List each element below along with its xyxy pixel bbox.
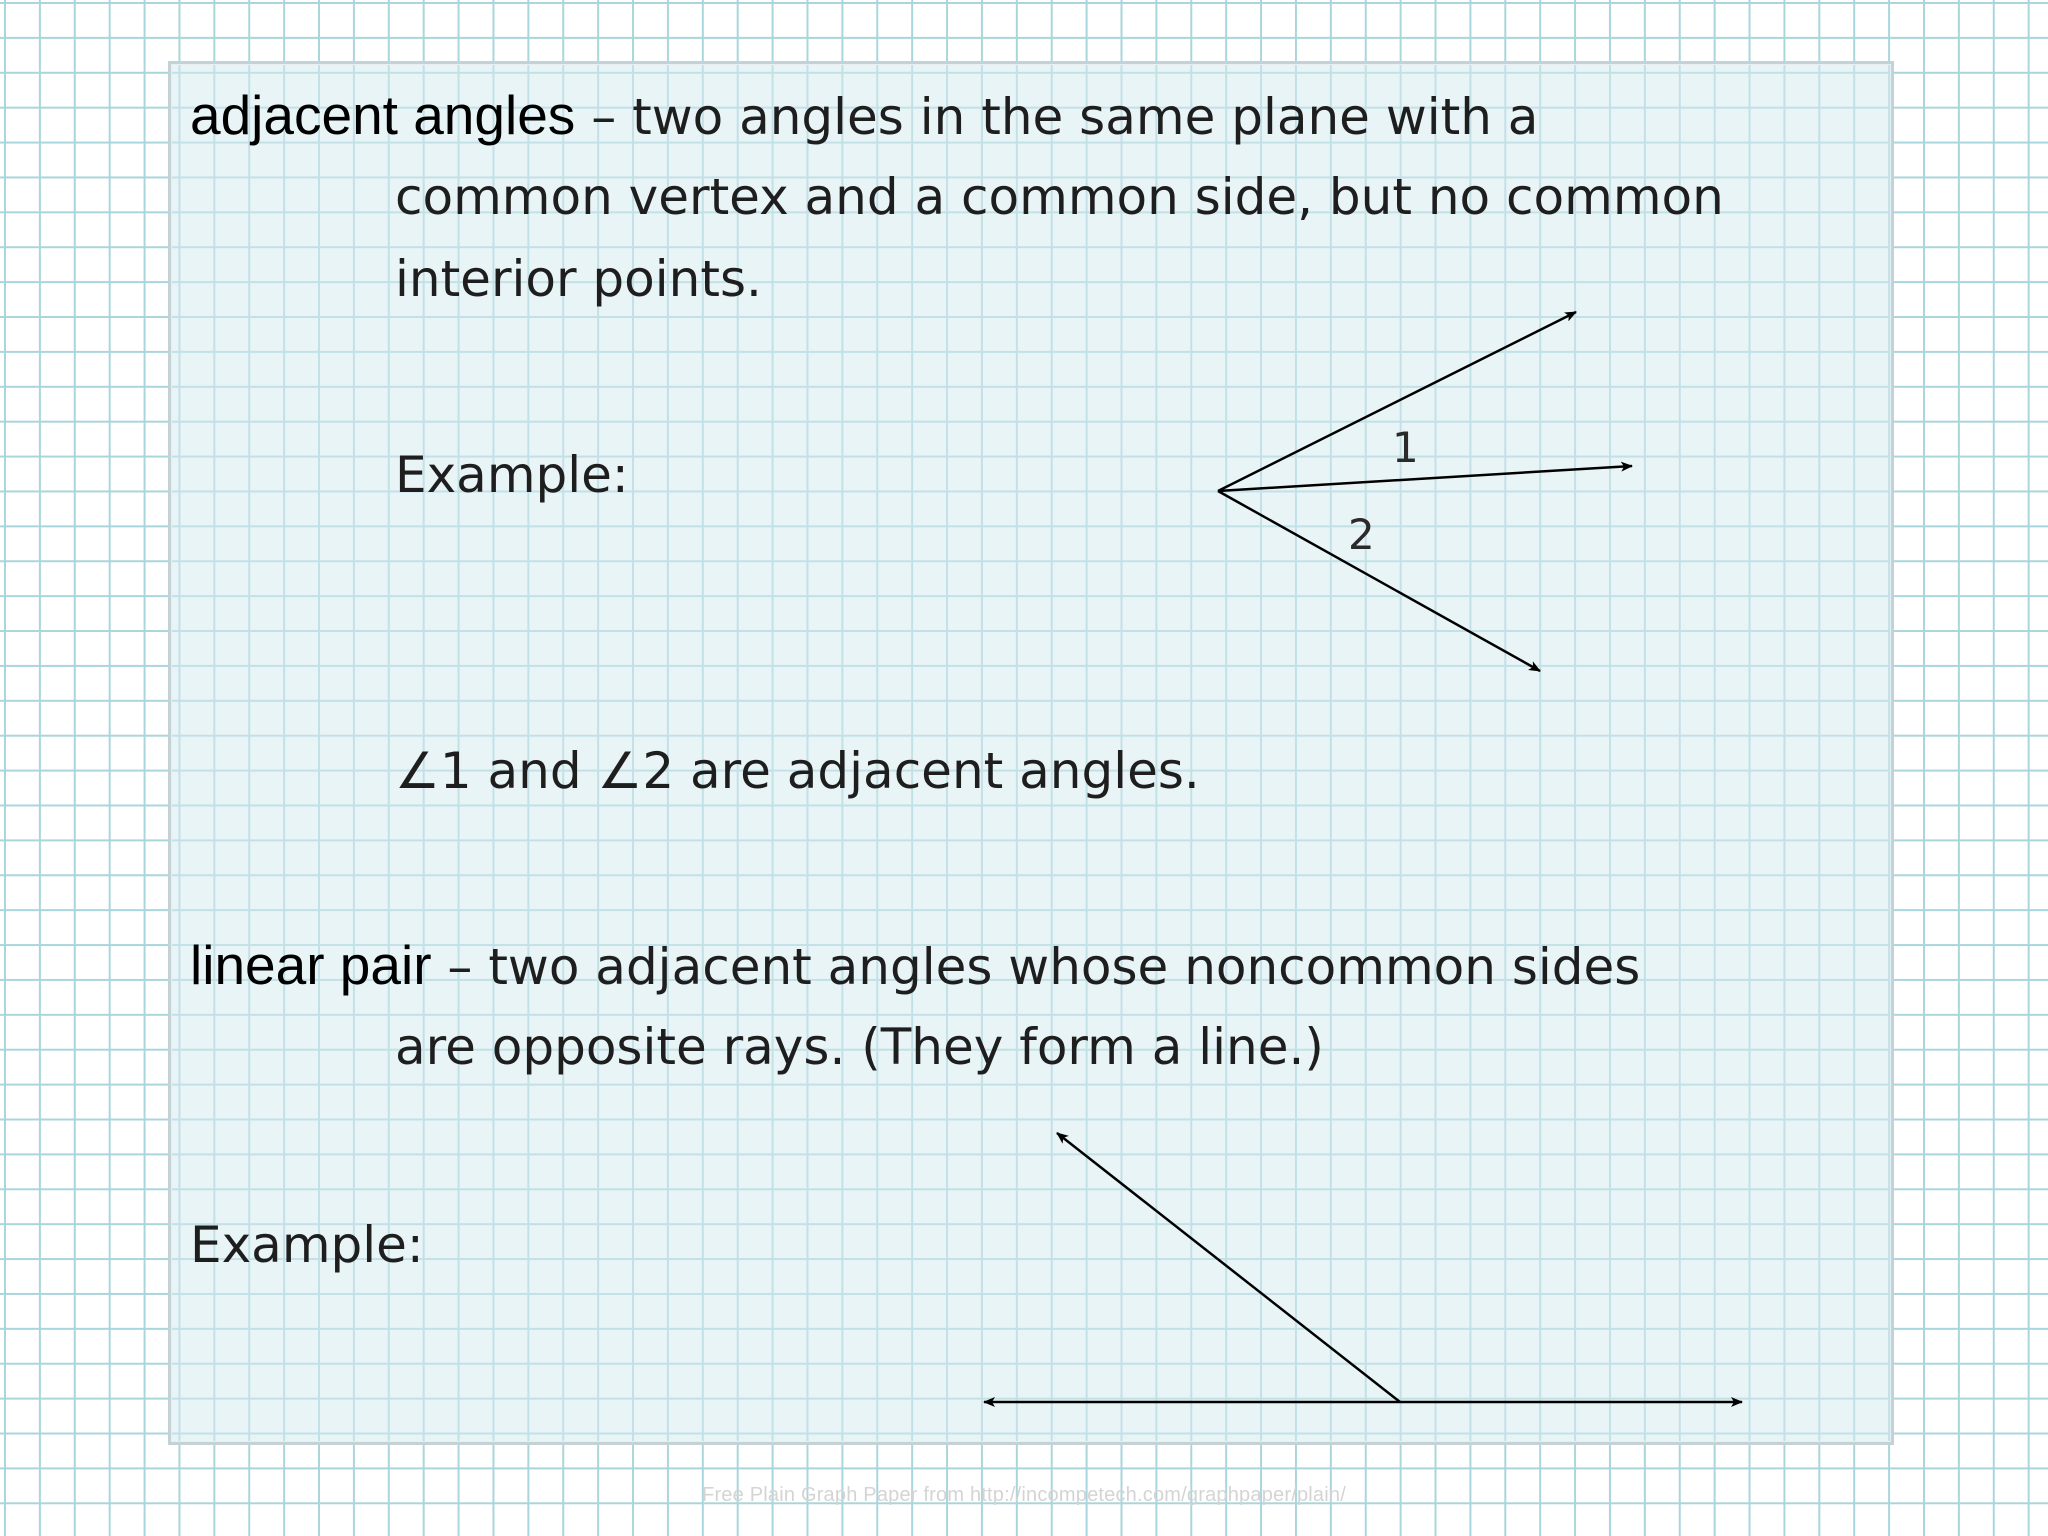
angle-symbol-icon: ∠ (395, 742, 440, 800)
statement-part-1: 1 and (439, 742, 598, 800)
linear-pair-definition-line1: linear pair – two adjacent angles whose … (190, 924, 1640, 1008)
adjacent-angles-term: adjacent angles (190, 84, 576, 146)
adjacent-definition-line1: adjacent angles – two angles in the same… (190, 74, 1538, 158)
footer-watermark: Free Plain Graph Paper from http://incom… (702, 1484, 1346, 1506)
adjacent-example-label: Example: (395, 446, 629, 504)
ray-diagonal (1056, 1132, 1401, 1403)
adjacent-def-text-1: – two angles in the same plane with a (591, 88, 1539, 146)
ray-common-side (1217, 461, 1633, 493)
linear-pair-example-label: Example: (190, 1216, 424, 1274)
adjacent-statement: ∠1 and ∠2 are adjacent angles. (395, 730, 1200, 812)
linear-pair-diagram (983, 1132, 1743, 1407)
angle-symbol-icon: ∠ (597, 742, 643, 800)
linear-pair-def-text-1: – two adjacent angles whose noncommon si… (447, 938, 1641, 996)
statement-part-2: 2 are adjacent angles. (642, 742, 1200, 800)
linear-pair-definition-line2: are opposite rays. (They form a line.) (395, 1018, 1324, 1076)
adjacent-definition-line2: common vertex and a common side, but no … (395, 168, 1724, 226)
angle-1-label: 1 (1392, 423, 1419, 472)
angle-2-label: 2 (1348, 510, 1375, 559)
adjacent-angles-diagram (1217, 310, 1633, 673)
adjacent-definition-line3: interior points. (395, 250, 762, 308)
content-panel (168, 61, 1894, 1445)
ray-upper (1217, 310, 1577, 493)
ray-lower (1217, 489, 1541, 673)
linear-pair-term: linear pair (190, 934, 432, 996)
